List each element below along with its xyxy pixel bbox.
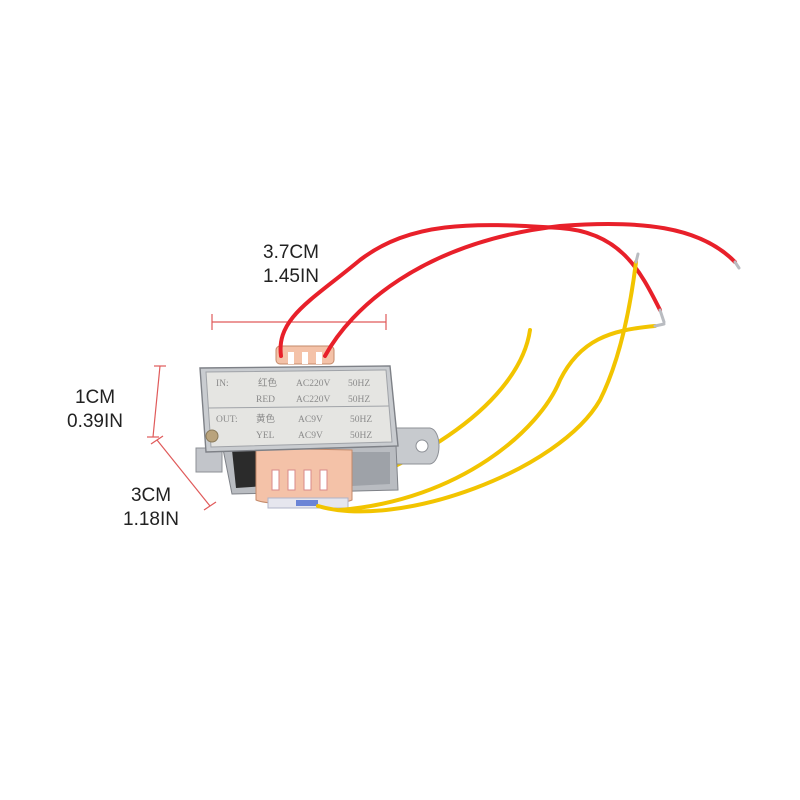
coil-bobbin	[255, 447, 353, 509]
top-bobbin-tabs	[275, 345, 335, 365]
red-wire-tips	[658, 260, 741, 324]
dimension-line-height	[147, 365, 166, 438]
depth-cm-text: 3CM	[130, 485, 172, 506]
yellow-output-wires	[316, 260, 657, 514]
label-in-prefix: IN:	[216, 379, 229, 389]
label-yel-freq: 50HZ	[350, 431, 372, 441]
dimension-line-width	[211, 314, 387, 330]
depth-in-text: 1.18IN	[123, 509, 179, 530]
label-yel-voltage: AC9V	[298, 431, 323, 441]
label-in-freq: 50HZ	[348, 379, 370, 389]
mounting-bracket	[195, 427, 440, 473]
height-cm-text: 1CM	[74, 387, 116, 408]
spec-label: IN: 红色 AC220V 50HZ RED AC220V 50HZ OUT: …	[216, 377, 372, 441]
dimension-line-depth	[150, 435, 217, 511]
width-cm-text: 3.7CM	[263, 242, 319, 263]
label-out-voltage: AC9V	[298, 415, 323, 425]
width-in-text: 1.45IN	[263, 266, 319, 287]
label-in-voltage: AC220V	[296, 379, 330, 389]
label-out-freq: 50HZ	[350, 415, 372, 425]
label-red-name: RED	[256, 395, 275, 405]
steel-shell	[199, 365, 399, 453]
label-yel-name: YEL	[256, 431, 275, 441]
height-dimension-label: 1CM 0.39IN	[40, 386, 150, 434]
label-red-voltage: AC220V	[296, 395, 330, 405]
label-in-color: 红色	[258, 377, 278, 389]
depth-dimension-label: 3CM 1.18IN	[96, 484, 206, 532]
red-input-wires	[278, 221, 737, 358]
label-out-color: 黄色	[256, 413, 276, 425]
height-in-text: 0.39IN	[67, 411, 123, 432]
label-out-prefix: OUT:	[216, 415, 238, 425]
width-dimension-label: 3.7CM 1.45IN	[236, 241, 346, 289]
label-red-freq: 50HZ	[348, 395, 370, 405]
yellow-wire-tips	[634, 252, 666, 328]
